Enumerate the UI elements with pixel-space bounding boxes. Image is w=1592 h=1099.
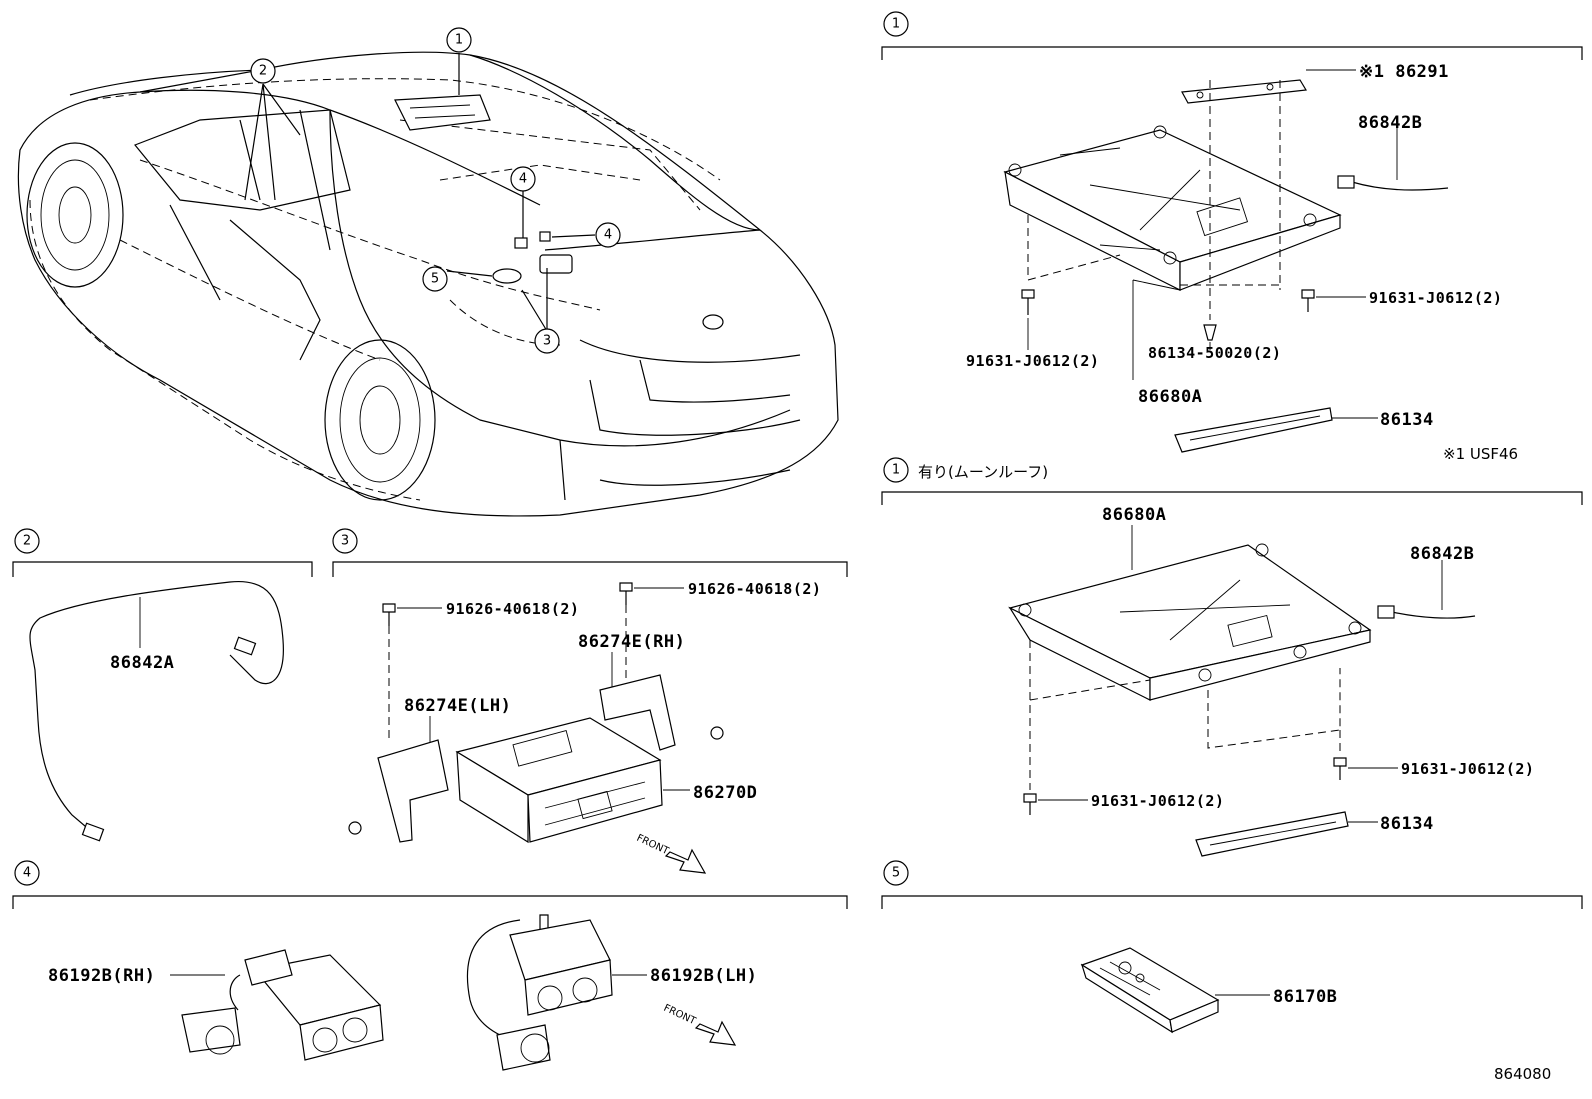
section-4: 4 86192B(RH) 86192B(LH) FRONT: [12, 860, 848, 1071]
part-86842A-cable: [29, 580, 284, 842]
section-5-callout: 5: [892, 866, 900, 881]
part-label-86134: 86134: [1380, 410, 1434, 430]
footnote-usf46: ※1 USF46: [1443, 445, 1518, 463]
part-label-91631-right: 91631-J0612(2): [1369, 289, 1502, 307]
svg-text:5: 5: [431, 272, 439, 287]
part-86134-cover-b: [1195, 811, 1349, 857]
bolt-91631-left-b: [1023, 793, 1037, 815]
part-86680A-display-unit-b: [1008, 543, 1372, 701]
part-label-91631-right-b: 91631-J0612(2): [1401, 760, 1534, 778]
part-86680A-display-unit: [1003, 125, 1342, 291]
section-1: 1 ※1 86291 86842B: [881, 11, 1583, 463]
part-label-86170B: 86170B: [1273, 987, 1337, 1007]
bolt-91626-left: [382, 603, 396, 626]
part-label-86270D: 86270D: [693, 783, 757, 803]
front-arrow-section-4: FRONT: [662, 1003, 737, 1046]
part-86192B-LH-jack: [466, 914, 613, 1071]
section-1b-callout: 1: [892, 463, 900, 478]
svg-text:2: 2: [259, 64, 267, 79]
part-86192B-RH-jack: [181, 949, 384, 1061]
diagram-id: 864080: [1494, 1065, 1551, 1083]
part-label-91626-left: 91626-40618(2): [446, 600, 579, 618]
part-label-86274E-LH: 86274E(LH): [404, 696, 511, 716]
part-label-86192B-LH: 86192B(LH): [650, 966, 757, 986]
bolt-91631-right-b: [1333, 757, 1347, 780]
part-label-91631-left-b: 91631-J0612(2): [1091, 792, 1224, 810]
section-1-moonroof: 1 有り(ムーンルーフ) 86680A 86842B: [881, 457, 1583, 857]
part-label-86680A-b: 86680A: [1102, 505, 1166, 525]
car-callout-1: 1: [446, 27, 472, 53]
part-86134-cover: [1174, 407, 1333, 453]
part-label-86842B-b: 86842B: [1410, 544, 1474, 564]
section-1-callout: 1: [892, 17, 900, 32]
screw-right: [710, 726, 724, 740]
part-86274E-LH-bracket: [377, 739, 449, 843]
part-86274E-RH-bracket: [599, 674, 676, 751]
part-label-86134-b: 86134: [1380, 814, 1434, 834]
svg-text:1: 1: [455, 33, 463, 48]
bolt-91631-right: [1301, 289, 1315, 312]
section-2-callout: 2: [23, 534, 31, 549]
screw-left: [348, 821, 362, 835]
part-label-86842B: 86842B: [1358, 113, 1422, 133]
part-label-86291: ※1 86291: [1359, 62, 1449, 82]
part-label-91631-left: 91631-J0612(2): [966, 352, 1099, 370]
part-label-86680A: 86680A: [1138, 387, 1202, 407]
section-3: 3 91626-40618(2) 91626-40618(2) 86274E(R…: [332, 528, 848, 874]
car-callout-4-lower: 4: [595, 222, 621, 248]
svg-text:3: 3: [543, 334, 551, 349]
bolt-91626-right: [619, 582, 633, 605]
svg-text:FRONT: FRONT: [635, 833, 671, 858]
bolt-91631-left: [1021, 289, 1035, 315]
part-86291-bracket: [1181, 79, 1307, 104]
part-label-86842A: 86842A: [110, 653, 174, 673]
car-callout-4-upper: 4: [510, 166, 536, 192]
svg-text:FRONT: FRONT: [662, 1003, 698, 1028]
part-label-86192B-RH: 86192B(RH): [48, 966, 155, 986]
part-label-86274E-RH: 86274E(RH): [578, 632, 685, 652]
part-label-86134-50020: 86134-50020(2): [1148, 344, 1281, 362]
section-2: 2 86842A: [12, 528, 313, 842]
car-callout-5: 5: [422, 266, 448, 292]
svg-text:4: 4: [604, 228, 612, 243]
front-arrow-section-3: FRONT: [635, 833, 707, 874]
part-86270D-audio-unit: [455, 717, 663, 844]
car-overview-illustration: 1 2 3 4 4 5: [17, 27, 839, 517]
part-label-91626-right: 91626-40618(2): [688, 580, 821, 598]
car-callout-2: 2: [250, 58, 276, 84]
section-4-callout: 4: [23, 866, 31, 881]
svg-text:4: 4: [519, 172, 527, 187]
section-5: 5 86170B: [881, 860, 1583, 1034]
car-callout-3: 3: [534, 328, 560, 354]
section-1b-condition: 有り(ムーンルーフ): [918, 463, 1048, 481]
part-86170B-remote: [1080, 947, 1220, 1034]
section-3-callout: 3: [341, 534, 349, 549]
clip-86134-50020: [1203, 324, 1217, 341]
